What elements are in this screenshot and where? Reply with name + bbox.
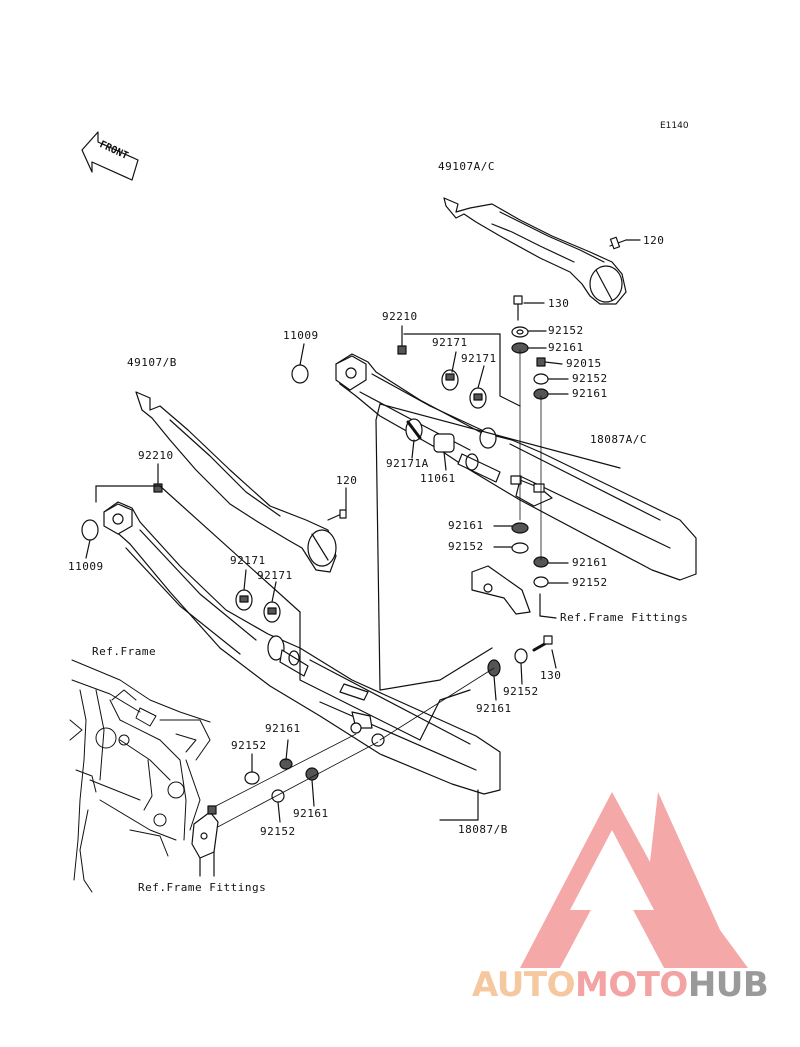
clamp-92171A (405, 418, 423, 459)
washer-92161-g (305, 767, 319, 781)
heat-cover-upper (443, 197, 627, 305)
label-ref-frame-fittings-right: Ref.Frame Fittings (560, 611, 689, 624)
washer-92152-f (244, 771, 260, 785)
gasket-11009-lower (81, 519, 99, 541)
washer-92152-e (514, 648, 528, 664)
label-92152-d: 92152 (572, 576, 608, 589)
washer-92152-g (271, 789, 285, 803)
label-49107-B: 49107/B (127, 356, 177, 369)
label-92161-g: 92161 (293, 807, 329, 820)
watermark-logo (520, 792, 748, 968)
label-92015: 92015 (566, 357, 602, 370)
label-92171A: 92171A (386, 457, 429, 470)
label-ref-frame-fittings-left: Ref.Frame Fittings (138, 881, 267, 894)
label-92161-a: 92161 (548, 341, 584, 354)
collar-11061 (433, 433, 455, 471)
label-92152-f: 92152 (231, 739, 267, 752)
label-92171-upper-a: 92171 (432, 336, 468, 349)
label-120-lower: 120 (336, 474, 358, 487)
label-11061: 11061 (420, 472, 456, 485)
watermark-text: AUTOMOTOHUB (472, 965, 769, 1005)
gasket-11009-upper (291, 364, 309, 384)
label-92152-b: 92152 (572, 372, 608, 385)
nut-92210-lower (153, 483, 163, 493)
bolt-130-lower (532, 635, 557, 669)
label-92171-lower-a: 92171 (230, 554, 266, 567)
label-18087-B: 18087/B (458, 823, 508, 836)
front-arrow-icon: FRONT (81, 131, 139, 181)
label-92161-f: 92161 (265, 722, 301, 735)
frame-fittings-bracket-right (471, 565, 557, 619)
label-92161-d: 92161 (572, 556, 608, 569)
washer-92152-d (533, 576, 549, 588)
label-11009-lower: 11009 (68, 560, 104, 573)
frame-fittings-bracket-left (191, 805, 219, 877)
muffler-lower (103, 501, 501, 795)
nut-92210-upper (397, 345, 407, 355)
label-92171-lower-b: 92171 (257, 569, 293, 582)
label-ref-frame: Ref.Frame (92, 645, 157, 658)
connector-pipe-upper (457, 453, 501, 483)
label-92161-e: 92161 (476, 702, 512, 715)
clamp-92171-lower-a (235, 569, 253, 611)
bolt-130-upper (513, 295, 545, 321)
diagram-code: E1140 (660, 121, 689, 131)
label-18087A-C: 18087A/C (590, 433, 647, 446)
label-92152-c: 92152 (448, 540, 484, 553)
label-92152-a: 92152 (548, 324, 584, 337)
frame-sketch (69, 659, 211, 893)
nut-92015 (536, 357, 546, 367)
label-49107A-C: 49107A/C (438, 160, 495, 173)
label-92210-upper: 92210 (382, 310, 418, 323)
clamp-92171-lower-b (263, 581, 281, 623)
label-130-lower: 130 (540, 669, 562, 682)
bolt-120-upper (609, 236, 641, 250)
label-92152-g: 92152 (260, 825, 296, 838)
label-130-upper: 130 (548, 297, 570, 310)
label-11009-upper: 11009 (283, 329, 319, 342)
clamp-92171-upper-b (469, 365, 487, 409)
washer-92152-b (533, 373, 549, 385)
washer-92152-c (511, 542, 529, 554)
bolt-120-lower (327, 487, 347, 521)
label-92161-c: 92161 (448, 519, 484, 532)
label-92210-lower: 92210 (138, 449, 174, 462)
label-92152-e: 92152 (503, 685, 539, 698)
heat-cover-lower (135, 391, 337, 573)
label-92171-upper-b: 92171 (461, 352, 497, 365)
clamp-92171-upper-a (441, 351, 459, 391)
muffler-upper (335, 353, 697, 581)
label-120-upper: 120 (643, 234, 665, 247)
washer-92161-c (511, 522, 529, 534)
washer-92152-a (511, 326, 529, 338)
label-92161-b: 92161 (572, 387, 608, 400)
